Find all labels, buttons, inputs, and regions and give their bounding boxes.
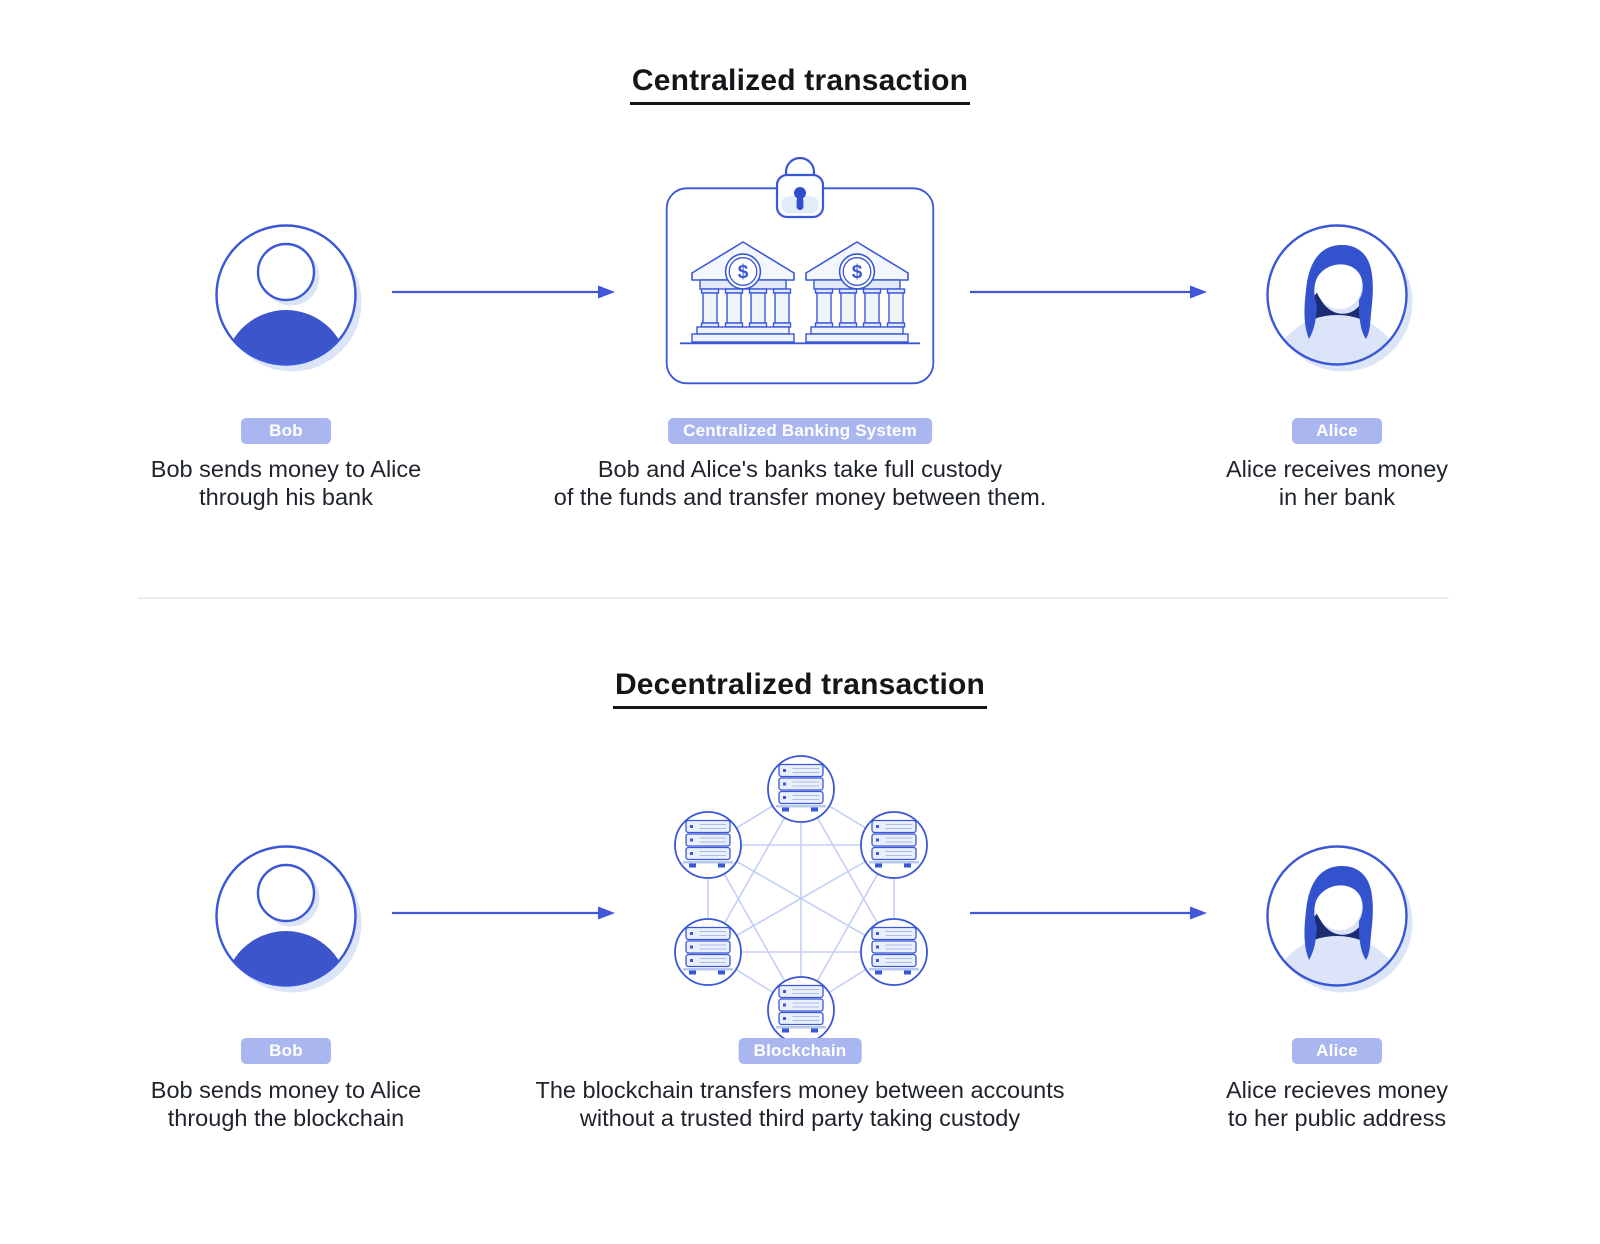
lock-icon (775, 156, 825, 219)
network-node (674, 811, 742, 879)
bob-badge: Bob (241, 418, 331, 444)
alice-avatar (1264, 222, 1414, 372)
page-title: Centralized transaction (629, 64, 971, 105)
blockchain-badge: Blockchain (738, 1038, 862, 1064)
banking-system-caption: Bob and Alice's banks take full custody … (553, 456, 1047, 510)
network-node (767, 976, 835, 1044)
alice-caption: Alice recieves money to her public addre… (1225, 1077, 1449, 1131)
bob-avatar (213, 222, 363, 372)
bob-badge: Bob (241, 1038, 331, 1064)
alice-caption: Alice receives money in her bank (1225, 456, 1449, 510)
blockchain-network-icon (674, 755, 928, 1044)
arrow-right-icon (970, 906, 1207, 920)
centralized-banking-system-badge: Centralized Banking System (668, 418, 932, 444)
centralized-section-title: Centralized transaction (0, 64, 1600, 105)
bob-caption: Bob sends money to Alice through the blo… (150, 1077, 422, 1131)
centralized-banking-system-icon (665, 156, 935, 385)
alice-badge: Alice (1292, 1038, 1382, 1064)
section-divider (138, 597, 1449, 599)
network-node (860, 811, 928, 879)
network-node (767, 755, 835, 823)
arrow-right-icon (392, 285, 615, 299)
arrow-right-icon (970, 285, 1207, 299)
network-node (860, 918, 928, 986)
arrow-right-icon (392, 906, 615, 920)
blockchain-caption: The blockchain transfers money between a… (535, 1077, 1065, 1131)
bob-avatar (213, 843, 363, 993)
network-edges (707, 788, 895, 1011)
alice-badge: Alice (1292, 418, 1382, 444)
decentralized-section-title: Decentralized transaction (0, 668, 1600, 709)
network-node (674, 918, 742, 986)
alice-avatar (1264, 843, 1414, 993)
bob-caption: Bob sends money to Alice through his ban… (150, 456, 422, 510)
